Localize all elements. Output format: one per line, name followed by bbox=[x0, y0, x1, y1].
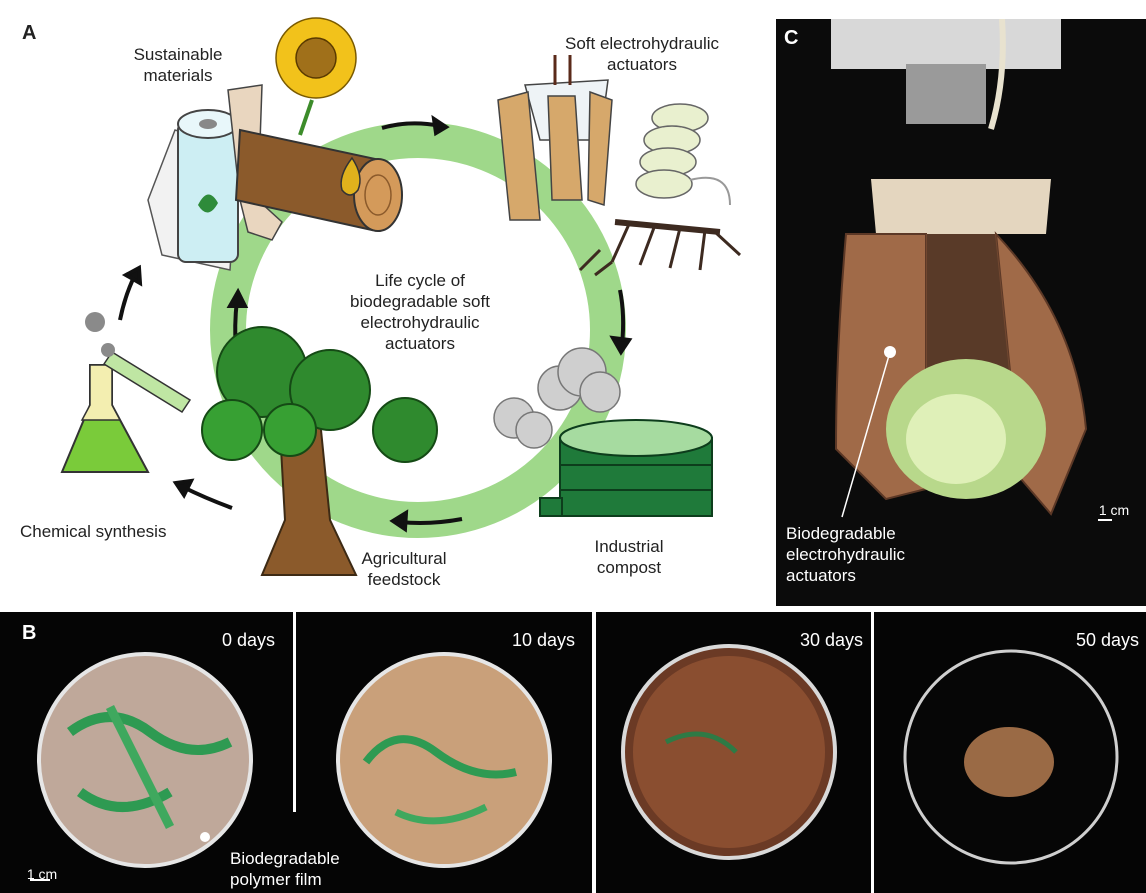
cycle-center-title: Life cycle of biodegradable soft electro… bbox=[330, 270, 510, 354]
timeline-separator bbox=[871, 612, 874, 893]
petri-dish-day30 bbox=[596, 612, 871, 893]
panel-c-scale-bar-label: 1 cm bbox=[1094, 500, 1134, 521]
timeline-separator bbox=[592, 612, 596, 893]
label-agricultural-feedstock: Agricultural feedstock bbox=[344, 548, 464, 590]
timepoint-label: 50 days bbox=[1076, 630, 1139, 651]
compost-silo-icon bbox=[540, 420, 712, 516]
label-chemical-synthesis: Chemical synthesis bbox=[20, 521, 200, 542]
panel-b-annotation: Biodegradable polymer film bbox=[230, 848, 370, 890]
label-industrial-compost: Industrial compost bbox=[574, 536, 684, 578]
panel-b-degradation-timeline: B 0 days 10 days 30 days 50 days Biodegr… bbox=[0, 612, 1146, 893]
panel-c-gripper-photo: C Biodegradable electrohydraulic actuato… bbox=[776, 19, 1146, 606]
cycle-arrow-bottom-left bbox=[176, 481, 232, 508]
gripper-photo-illustration bbox=[776, 19, 1146, 606]
label-soft-actuators: Soft electrohydraulic actuators bbox=[552, 33, 732, 75]
tree-icon bbox=[202, 327, 437, 575]
petri-dish-day50 bbox=[874, 612, 1146, 893]
panel-b-label: B bbox=[22, 622, 36, 645]
sunflower-icon bbox=[276, 18, 356, 135]
panel-c-label: C bbox=[784, 27, 798, 50]
panel-a-label: A bbox=[22, 22, 36, 45]
timepoint-label: 0 days bbox=[222, 630, 275, 651]
panel-a-lifecycle-diagram: A Sustainable materials Soft electrohydr… bbox=[0, 0, 770, 606]
timepoint-label: 30 days bbox=[800, 630, 863, 651]
panel-c-annotation: Biodegradable electrohydraulic actuators bbox=[786, 523, 946, 586]
timeline-separator bbox=[293, 612, 296, 812]
cycle-arrow-left bbox=[120, 268, 140, 320]
panel-b-scale-bar-label: 1 cm bbox=[24, 864, 60, 885]
label-sustainable-materials: Sustainable materials bbox=[118, 44, 238, 86]
paper-roll-icon bbox=[148, 110, 238, 270]
stacked-actuator-icon bbox=[636, 104, 730, 205]
gripper-icon bbox=[498, 55, 612, 220]
timepoint-label: 10 days bbox=[512, 630, 575, 651]
